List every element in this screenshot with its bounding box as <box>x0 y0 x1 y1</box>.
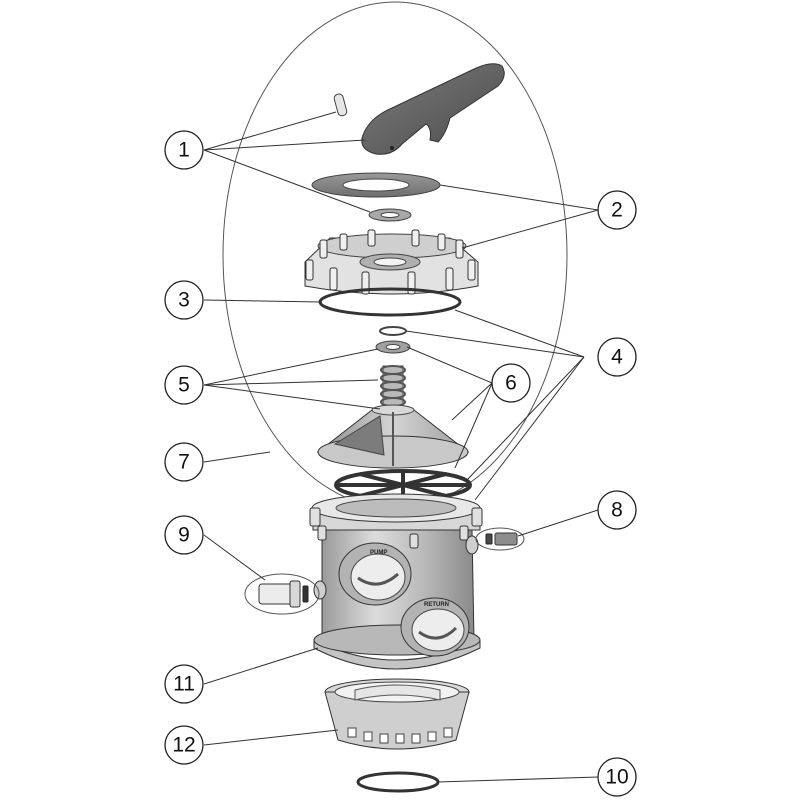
callout-4: 4 <box>597 337 637 377</box>
callout-12: 12 <box>164 725 204 765</box>
svg-text:11: 11 <box>173 673 195 696</box>
svg-text:7: 7 <box>178 451 190 474</box>
small-gasket <box>375 340 411 354</box>
svg-text:2: 2 <box>611 199 623 222</box>
handle-pin <box>333 93 348 117</box>
svg-text:10: 10 <box>605 766 628 789</box>
leader-lines <box>203 111 599 783</box>
callout-2: 2 <box>597 190 637 230</box>
svg-text:3: 3 <box>178 289 190 312</box>
callout-7: 7 <box>164 442 204 482</box>
callout-10: 10 <box>597 757 637 797</box>
svg-text:6: 6 <box>505 372 517 395</box>
union-connector-detail <box>244 573 320 615</box>
callout-3: 3 <box>164 280 204 320</box>
valve-cover <box>304 229 479 295</box>
pump-port-label: PUMP <box>370 550 387 556</box>
callout-9: 9 <box>164 515 204 555</box>
svg-text:12: 12 <box>172 734 195 757</box>
svg-text:1: 1 <box>178 139 190 162</box>
small-o-ring-upper <box>379 326 407 336</box>
pump-port: PUMP <box>338 542 412 606</box>
rotor-stem-spring <box>380 365 406 415</box>
drain-plug-detail <box>475 527 525 551</box>
spider-gasket <box>334 469 472 501</box>
callout-6: 6 <box>491 363 531 403</box>
svg-text:4: 4 <box>611 346 623 369</box>
flat-gasket <box>311 172 441 198</box>
valve-handle <box>361 63 505 155</box>
callout-11: 11 <box>164 664 204 704</box>
small-washer <box>368 208 412 222</box>
valve-base <box>324 678 470 750</box>
valve-body: PUMP RETURN <box>309 493 483 670</box>
return-port-label: RETURN <box>424 602 449 608</box>
base-o-ring <box>356 771 440 793</box>
return-port: RETURN <box>400 597 470 657</box>
rotor-disc <box>316 404 470 469</box>
callout-1: 1 <box>164 130 204 170</box>
callout-5: 5 <box>164 365 204 405</box>
svg-text:5: 5 <box>178 374 190 397</box>
svg-text:8: 8 <box>611 499 623 522</box>
svg-text:9: 9 <box>178 524 190 547</box>
callout-8: 8 <box>597 490 637 530</box>
